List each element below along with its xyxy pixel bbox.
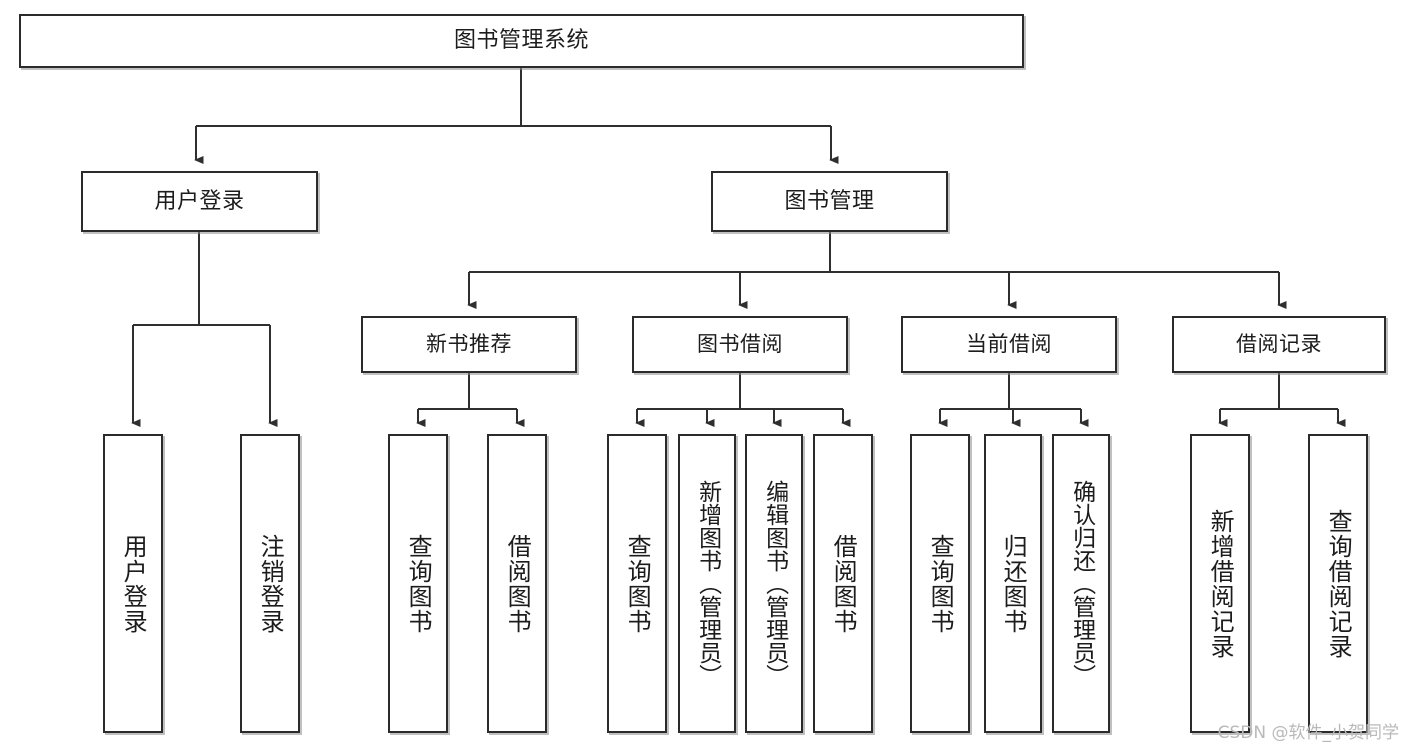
leaf-edit-book-label: 编辑图书（管理员） xyxy=(761,480,788,687)
leaf-confirm-return-label: 确认归还（管理员） xyxy=(1068,480,1095,687)
node-borrow-record-label: 借阅记录 xyxy=(1236,332,1322,357)
leaf-user-login[interactable]: 用户登录 xyxy=(103,434,163,733)
watermark-text: CSDN @软件_小贺同学 xyxy=(1217,723,1399,743)
node-root[interactable]: 图书管理系统 xyxy=(19,14,1024,68)
node-book-manage-label: 图书管理 xyxy=(784,188,875,214)
leaf-borrow-book-2[interactable]: 借阅图书 xyxy=(813,434,873,733)
node-new-book-rec[interactable]: 新书推荐 xyxy=(361,316,577,373)
node-root-label: 图书管理系统 xyxy=(453,28,589,54)
leaf-query-book-2-label: 查询图书 xyxy=(623,533,652,634)
leaf-edit-book[interactable]: 编辑图书（管理员） xyxy=(745,434,803,733)
leaf-add-book[interactable]: 新增图书（管理员） xyxy=(678,434,736,733)
leaf-query-record[interactable]: 查询借阅记录 xyxy=(1308,434,1368,733)
leaf-user-logout[interactable]: 注销登录 xyxy=(240,434,300,733)
leaf-query-book-1-label: 查询图书 xyxy=(404,533,433,634)
leaf-add-record-label: 新增借阅记录 xyxy=(1206,508,1235,659)
leaf-return-book-label: 归还图书 xyxy=(999,533,1028,634)
node-book-manage[interactable]: 图书管理 xyxy=(711,171,948,232)
leaf-query-book-2[interactable]: 查询图书 xyxy=(607,434,667,733)
leaf-query-book-1[interactable]: 查询图书 xyxy=(388,434,448,733)
node-book-borrow-label: 图书借阅 xyxy=(697,332,783,357)
node-user-login[interactable]: 用户登录 xyxy=(81,171,318,232)
leaf-return-book[interactable]: 归还图书 xyxy=(984,434,1042,733)
leaf-borrow-book-2-label: 借阅图书 xyxy=(829,533,858,634)
leaf-add-record[interactable]: 新增借阅记录 xyxy=(1190,434,1250,733)
leaf-confirm-return[interactable]: 确认归还（管理员） xyxy=(1052,434,1110,733)
leaf-borrow-book-1[interactable]: 借阅图书 xyxy=(487,434,547,733)
node-new-book-rec-label: 新书推荐 xyxy=(426,332,512,357)
leaf-query-book-3[interactable]: 查询图书 xyxy=(910,434,970,733)
leaf-user-logout-label: 注销登录 xyxy=(256,533,285,634)
leaf-user-login-label: 用户登录 xyxy=(119,533,148,634)
leaf-borrow-book-1-label: 借阅图书 xyxy=(503,533,532,634)
node-book-borrow[interactable]: 图书借阅 xyxy=(632,316,848,373)
node-current-borrow[interactable]: 当前借阅 xyxy=(901,316,1117,373)
leaf-add-book-label: 新增图书（管理员） xyxy=(694,480,721,687)
node-borrow-record[interactable]: 借阅记录 xyxy=(1172,316,1386,373)
node-user-login-label: 用户登录 xyxy=(154,188,245,214)
leaf-query-book-3-label: 查询图书 xyxy=(926,533,955,634)
node-current-borrow-label: 当前借阅 xyxy=(966,332,1052,357)
leaf-query-record-label: 查询借阅记录 xyxy=(1324,508,1353,659)
